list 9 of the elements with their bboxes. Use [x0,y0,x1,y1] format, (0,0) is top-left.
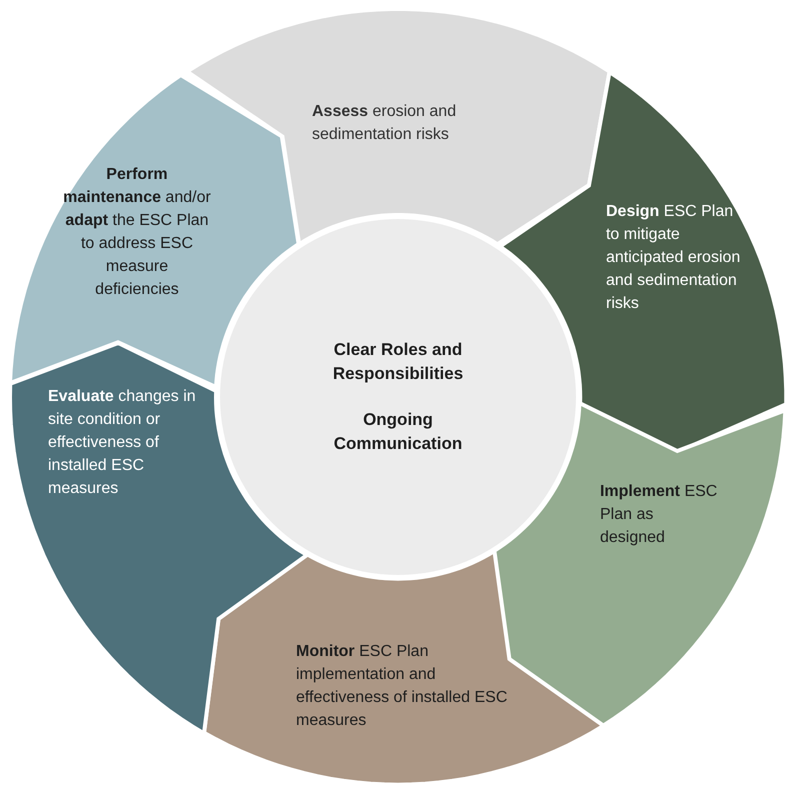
step-text: Design ESC Plan to mitigate anticipated erosion and sedimentation risks [606,202,742,314]
step-text: Implement ESC Plan as designed [600,482,718,548]
cycle-segment [204,551,604,785]
center-text: Ongoing Communication [332,409,464,455]
step-text: Perform maintenance and/or adapt the ESC Plan to address ESC measure deficiencies [62,164,212,300]
step-text: Assess erosion and sedimentation risks [312,102,458,145]
step-text: Monitor ESC Plan implementation and effectiveness of installed ESC measures [296,642,508,731]
center-text: Clear Roles and Responsibilities [332,339,464,385]
step-text: Evaluate changes in site condition or effectiveness of installed ESC measures [48,386,197,499]
